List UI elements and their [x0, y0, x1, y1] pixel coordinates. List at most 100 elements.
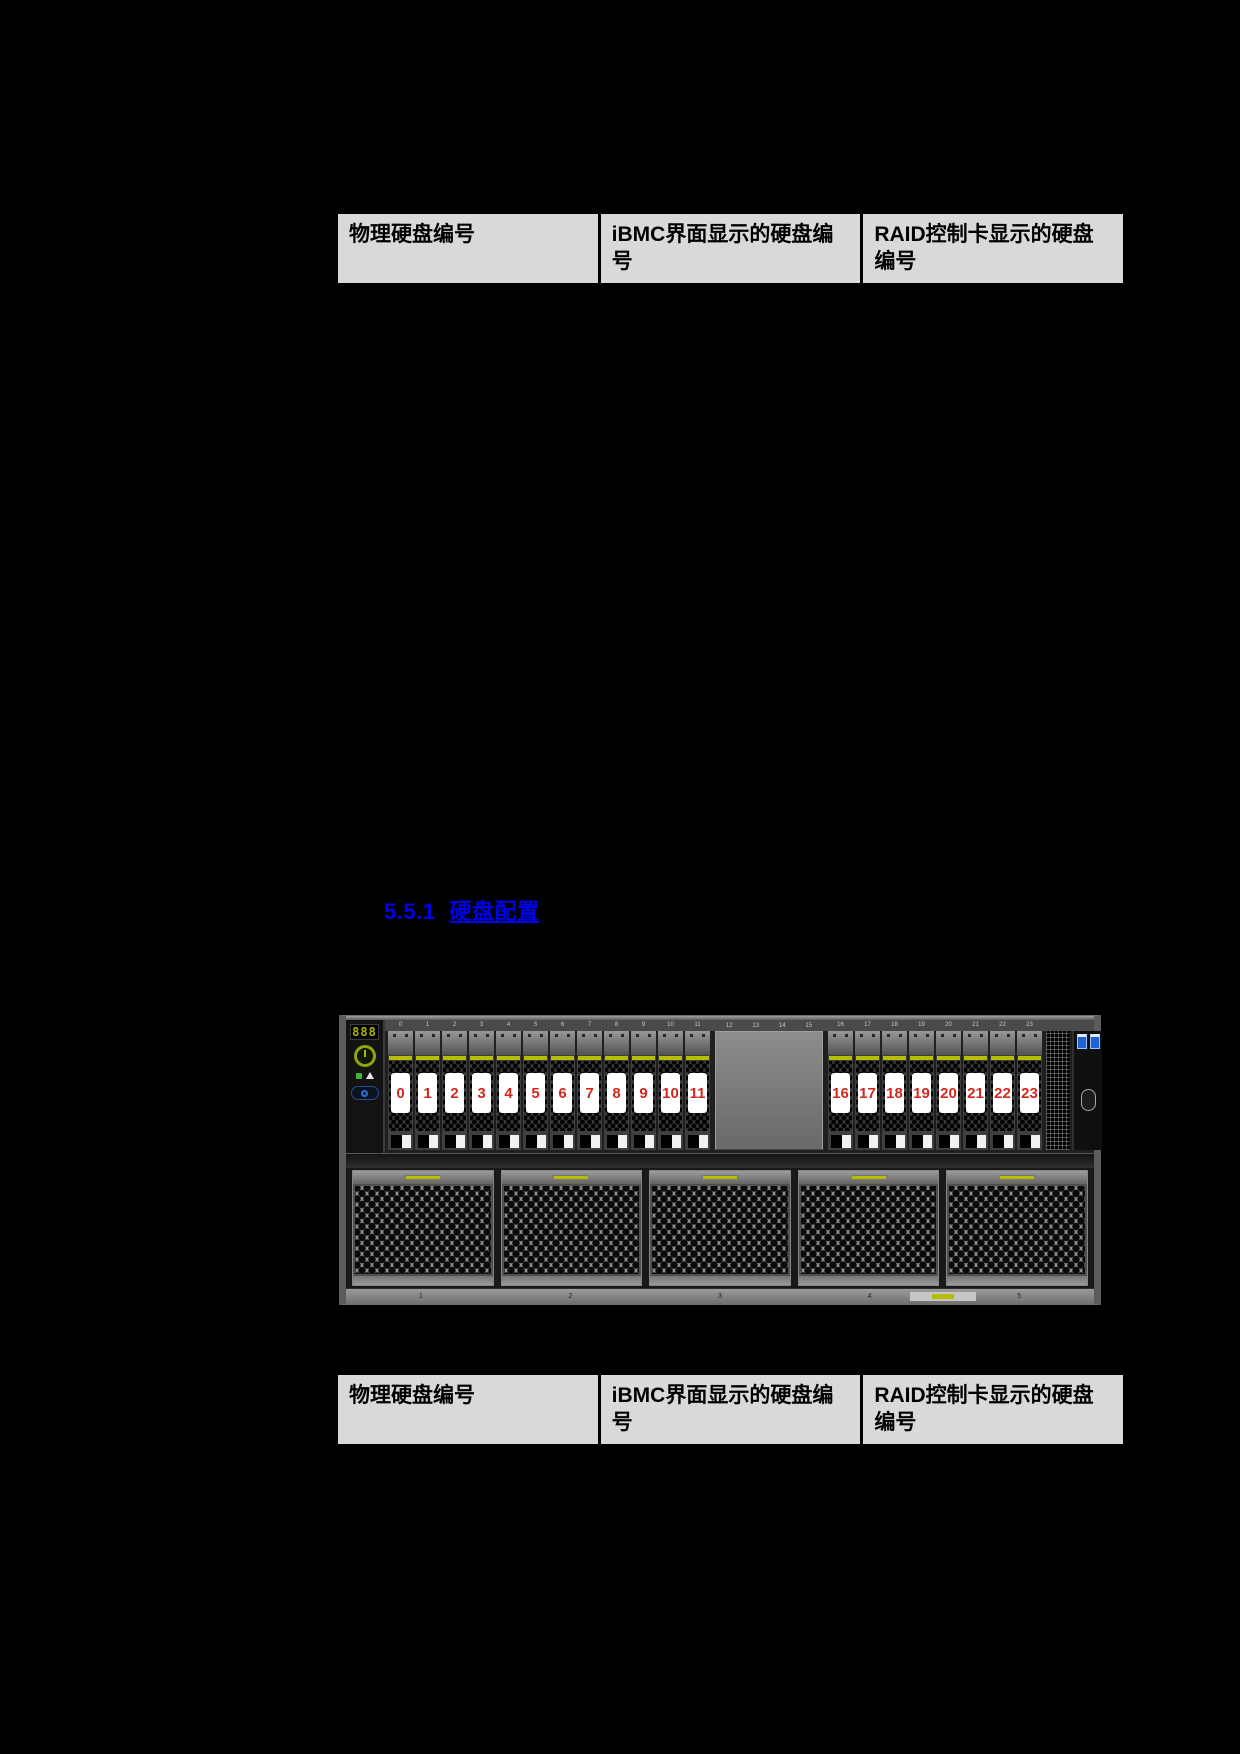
- health-led-icon: [355, 1072, 362, 1079]
- slot-number: 16: [837, 1022, 844, 1028]
- bay-vent: 10: [659, 1061, 682, 1131]
- bay-latch-bar: [524, 1056, 547, 1060]
- bay-latch-bar: [910, 1056, 933, 1060]
- bay-number-label: 6: [553, 1073, 572, 1113]
- slot-number: 18: [891, 1022, 898, 1028]
- bay-vent: 6: [551, 1061, 574, 1131]
- fan-latch: [798, 1171, 939, 1184]
- bay-vent: 11: [686, 1061, 709, 1131]
- bay-release-button: [496, 1132, 521, 1150]
- fan-grille: [800, 1186, 937, 1274]
- slot-number: 5: [533, 1022, 538, 1028]
- bay-latch-bar: [1018, 1056, 1041, 1060]
- bay-release-button: [442, 1132, 467, 1150]
- usb-port-icon: [1076, 1034, 1087, 1049]
- bay-number-label: 23: [1020, 1073, 1039, 1113]
- bay-number-label: 16: [831, 1073, 850, 1113]
- bay-handle: [415, 1031, 440, 1055]
- bay-latch-bar: [443, 1056, 466, 1060]
- bay-release-button: [936, 1132, 961, 1150]
- bay-handle: [577, 1031, 602, 1055]
- disk-mapping-table-header-bottom: 物理硬盘编号 iBMC界面显示的硬盘编号 RAID控制卡显示的硬盘编号: [338, 1373, 1123, 1446]
- bay-number-label: 9: [634, 1073, 653, 1113]
- bay-handle: [469, 1031, 494, 1055]
- bay-vent: 5: [524, 1061, 547, 1131]
- slot-number: 11: [694, 1022, 701, 1028]
- bay-handle: [685, 1031, 710, 1055]
- bay-handle: [496, 1031, 521, 1055]
- bay-release-button: [990, 1132, 1015, 1150]
- bay-number-label: 10: [661, 1073, 680, 1113]
- bay-latch-bar: [856, 1056, 879, 1060]
- alarm-led-icon: [365, 1072, 374, 1079]
- right-ear-button-icon: [1080, 1089, 1096, 1111]
- bay-release-button: [828, 1132, 853, 1150]
- bay-number-label: 19: [912, 1073, 931, 1113]
- slot-number: 8: [614, 1022, 619, 1028]
- bay-handle: [658, 1031, 683, 1055]
- column-header-raid-disk-id: RAID控制卡显示的硬盘编号: [860, 214, 1123, 283]
- drive-bay: 11 11: [685, 1022, 710, 1150]
- slot-number: 0: [398, 1022, 403, 1028]
- fan-number-label: 4: [867, 1293, 872, 1300]
- bay-latch-bar: [632, 1056, 655, 1060]
- uid-button: [350, 1086, 379, 1100]
- bay-vent: 3: [470, 1061, 493, 1131]
- bay-latch-bar: [578, 1056, 601, 1060]
- uid-button-icon: [361, 1089, 368, 1097]
- bay-release-button: [415, 1132, 440, 1150]
- slot-number: 19: [918, 1022, 925, 1028]
- bay-release-button: [882, 1132, 907, 1150]
- bay-number-label: 0: [391, 1073, 410, 1113]
- disk-mapping-table-header-top: 物理硬盘编号 iBMC界面显示的硬盘编号 RAID控制卡显示的硬盘编号: [338, 212, 1123, 285]
- bay-number-label: 18: [885, 1073, 904, 1113]
- bay-handle: [550, 1031, 575, 1055]
- bay-number-label: 5: [526, 1073, 545, 1113]
- bay-vent: 9: [632, 1061, 655, 1131]
- bay-vent: 23: [1018, 1061, 1041, 1131]
- bay-vent: 8: [605, 1061, 628, 1131]
- slot-number: 3: [479, 1022, 484, 1028]
- slot-number: 2: [452, 1022, 457, 1028]
- bay-vent: 22: [991, 1061, 1014, 1131]
- bay-vent: 21: [964, 1061, 987, 1131]
- fan-module: [946, 1170, 1088, 1286]
- bay-vent: 20: [937, 1061, 960, 1131]
- fan-latch: [353, 1171, 493, 1184]
- bay-number-label: 1: [418, 1073, 437, 1113]
- bay-release-button: [388, 1132, 413, 1150]
- bay-release-button: [909, 1132, 934, 1150]
- section-title-link[interactable]: 硬盘配置: [449, 899, 540, 924]
- bay-latch-bar: [605, 1056, 628, 1060]
- asset-tag-latch: [932, 1294, 954, 1299]
- bay-latch-bar: [497, 1056, 520, 1060]
- bay-latch-bar: [551, 1056, 574, 1060]
- column-header-physical-disk-id: 物理硬盘编号: [349, 223, 475, 246]
- bay-latch-bar: [937, 1056, 960, 1060]
- bay-release-button: [523, 1132, 548, 1150]
- bay-number-label: 17: [858, 1073, 877, 1113]
- bay-handle: [963, 1031, 988, 1055]
- bay-release-button: [550, 1132, 575, 1150]
- status-led-icons: [355, 1072, 374, 1079]
- fan-latch: [501, 1171, 642, 1184]
- bay-vent: 4: [497, 1061, 520, 1131]
- slot-number: 10: [667, 1022, 674, 1028]
- bay-release-button: [855, 1132, 880, 1150]
